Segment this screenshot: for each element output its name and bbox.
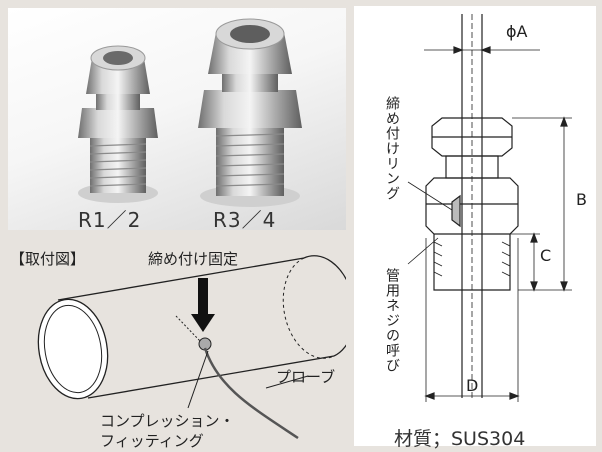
caption-r3-4: R3／4 [213, 208, 277, 230]
ring-leader [407, 181, 453, 211]
dim-c-label: C [540, 246, 552, 265]
fix-label: 締め付け固定 [148, 250, 239, 268]
thread-label: 管用ネジの呼び [384, 268, 400, 373]
pipe [37, 255, 346, 400]
probe-cable [203, 347, 299, 440]
top-nut [431, 117, 513, 157]
fitting-label-line2: フィッティング [100, 432, 204, 450]
installation-diagram: 【取付図】 締め付け固定 プローブ コンプレッション・ フィッティング [8, 238, 346, 450]
product-photo: R1／2 R3／4 [8, 8, 346, 230]
probe-inside [175, 315, 201, 342]
fitting-label-line1: コンプレッション・ [100, 412, 235, 430]
dim-d-label: D [466, 376, 479, 395]
cross-section [407, 14, 572, 402]
pipe-drawing [37, 255, 346, 440]
install-title: 【取付図】 [10, 250, 86, 268]
fittings-illustration [78, 18, 302, 207]
thread-leader [407, 237, 439, 265]
probe-leader [265, 375, 309, 389]
ring-label: 締め付けリング [384, 96, 400, 201]
dim-a-label: ϕA [506, 22, 528, 41]
fix-arrow [191, 278, 215, 332]
probe-label: プローブ [276, 368, 336, 386]
ferrule [451, 194, 461, 228]
fitting-leader [187, 350, 209, 409]
dim-b-label: B [576, 190, 587, 209]
spec-drawing: ϕA B C D 締め付けリング 管用ネジの呼び 材質；SUS304 [354, 6, 596, 450]
fitting-r1-2 [78, 45, 158, 203]
fitting-r3-4 [198, 18, 302, 207]
material-label: 材質；SUS304 [394, 428, 526, 450]
caption-r1-2: R1／2 [78, 208, 142, 230]
